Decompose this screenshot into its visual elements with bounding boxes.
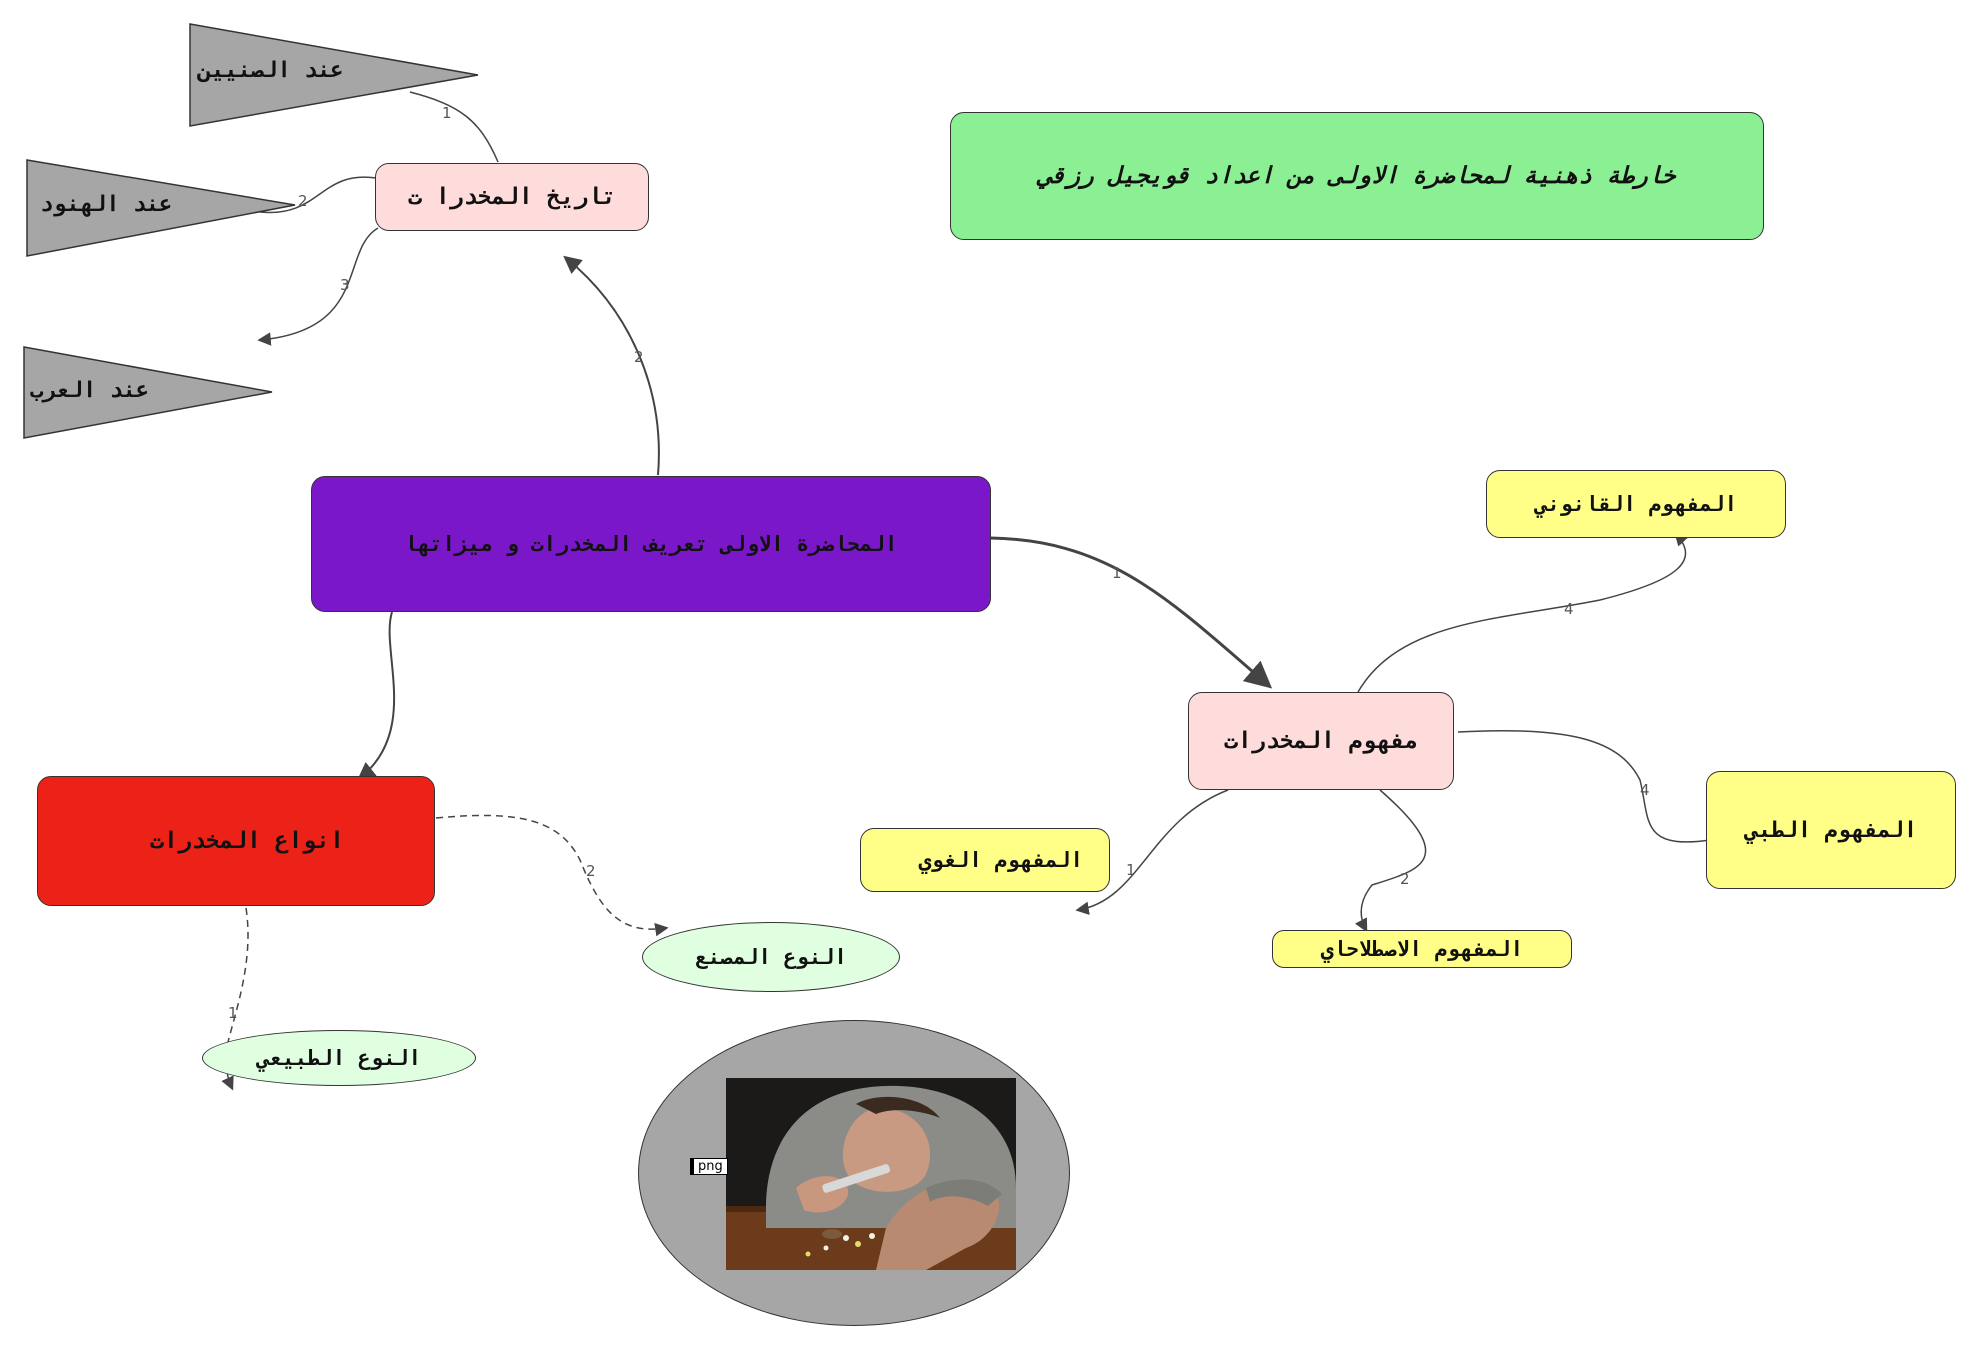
edge-concept-legal bbox=[1357, 532, 1689, 693]
label-chinese: عند الصنيين bbox=[198, 58, 344, 83]
edge-label-concept-legal: 4 bbox=[1564, 600, 1574, 618]
edge-concept-medical bbox=[1457, 729, 1711, 843]
edge-label-center-concept: 1 bbox=[1112, 564, 1122, 582]
edge-concept-technical bbox=[1354, 789, 1427, 933]
natural-type-node[interactable]: النوع الطبيعي bbox=[202, 1030, 476, 1086]
edge-concept-lexical bbox=[1075, 789, 1229, 915]
concept-node[interactable]: مفهوم المخدرات bbox=[1188, 692, 1454, 790]
triangle-indian bbox=[26, 159, 296, 257]
edge-history-chinese bbox=[409, 91, 499, 163]
edge-history-indian bbox=[259, 176, 377, 214]
edge-center-concept bbox=[989, 536, 1273, 689]
triangle-chinese bbox=[189, 23, 479, 127]
lexical-concept-node[interactable]: المفهوم الغوي bbox=[860, 828, 1110, 892]
center-node[interactable]: المحاضرة الاولى تعريف المخدرات و ميزاتها bbox=[311, 476, 991, 612]
types-node[interactable]: انواع المخدرات bbox=[37, 776, 435, 906]
history-node[interactable]: تاريخ المخدرا ت bbox=[375, 163, 649, 231]
edge-label-types-natural: 1 bbox=[228, 1004, 238, 1022]
edge-types-natural bbox=[221, 907, 249, 1091]
edge-label-concept-lexical: 1 bbox=[1126, 861, 1136, 879]
edge-center-history bbox=[563, 255, 660, 476]
edge-label-types-synthetic: 2 bbox=[586, 862, 596, 880]
medical-concept-node[interactable]: المفهوم الطبي bbox=[1706, 771, 1956, 889]
synthetic-type-node[interactable]: النوع المصنع bbox=[642, 922, 900, 992]
edge-label-center-history: 2 bbox=[634, 348, 644, 366]
edge-label-concept-medical: 4 bbox=[1640, 781, 1650, 799]
edge-label-concept-technical: 2 bbox=[1400, 870, 1410, 888]
edge-center-types bbox=[357, 611, 396, 781]
person-photo bbox=[726, 1078, 1016, 1270]
edge-label-history-chinese: 1 bbox=[442, 104, 452, 122]
legal-concept-node[interactable]: المفهوم القانوني bbox=[1486, 470, 1786, 538]
edge-history-arab bbox=[257, 227, 379, 346]
edge-label-history-arab: 3 bbox=[340, 276, 350, 294]
title-node: خارطة ذهنية لمحاضرة الاولى من اعداد قويج… bbox=[950, 112, 1764, 240]
png-tag: png bbox=[690, 1158, 728, 1175]
edge-types-synthetic bbox=[435, 814, 669, 937]
technical-concept-node[interactable]: المفهوم الاصطلاحاي bbox=[1272, 930, 1572, 968]
label-arab: عند العرب bbox=[30, 378, 150, 403]
triangle-arab bbox=[23, 346, 273, 439]
edge-label-history-indian: 2 bbox=[298, 192, 308, 210]
label-indian: عند الهنود bbox=[40, 192, 173, 217]
